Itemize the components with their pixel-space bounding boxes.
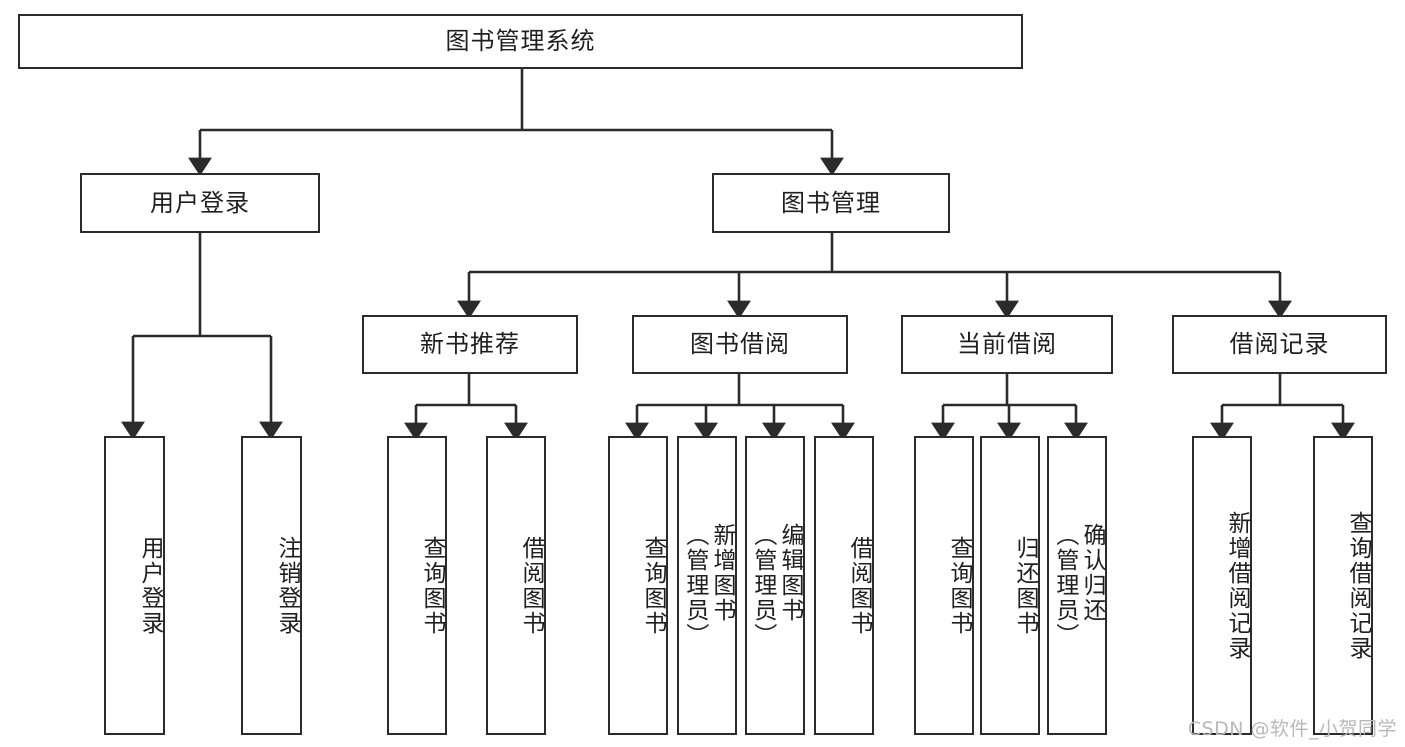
leaf-add-book-admin[interactable]: 新增图书 （管理员）: [677, 436, 737, 735]
node-new-book-recommend[interactable]: 新书推荐: [362, 315, 578, 374]
node-label: 用户登录: [150, 188, 250, 217]
leaf-query-borrow-record[interactable]: 查询借阅记录: [1313, 436, 1373, 735]
leaf-borrow-book-recommend[interactable]: 借阅图书: [486, 436, 546, 735]
node-label: 借阅记录: [1229, 330, 1330, 359]
node-label: 新书推荐: [420, 330, 520, 359]
leaf-return-book[interactable]: 归还图书: [980, 436, 1040, 735]
node-label: 查询借阅记录: [1345, 510, 1371, 661]
node-label: 确认归还 （管理员）: [1051, 523, 1105, 648]
node-label: 新增图书 （管理员）: [681, 523, 735, 648]
node-label: 编辑图书 （管理员）: [749, 523, 803, 648]
leaf-borrow-book[interactable]: 借阅图书: [814, 436, 874, 735]
node-borrow-record[interactable]: 借阅记录: [1172, 315, 1387, 374]
node-label: 借阅图书: [518, 535, 544, 636]
node-label: 借阅图书: [846, 535, 872, 636]
node-current-borrow[interactable]: 当前借阅: [901, 315, 1113, 374]
node-label: 新增借阅记录: [1224, 510, 1250, 661]
node-label: 归还图书: [1012, 535, 1038, 636]
leaf-logout[interactable]: 注销登录: [241, 436, 302, 735]
node-user-login[interactable]: 用户登录: [80, 173, 320, 233]
node-root-book-management-system[interactable]: 图书管理系统: [18, 14, 1023, 69]
csdn-watermark: CSDN @软件_小贺同学: [1187, 718, 1397, 740]
node-book-borrow[interactable]: 图书借阅: [632, 315, 848, 374]
node-label: 当前借阅: [957, 330, 1057, 359]
node-label: 查询图书: [946, 535, 972, 636]
leaf-edit-book-admin[interactable]: 编辑图书 （管理员）: [745, 436, 805, 735]
leaf-query-book-borrow[interactable]: 查询图书: [608, 436, 668, 735]
leaf-query-book-current[interactable]: 查询图书: [914, 436, 974, 735]
node-label: 查询图书: [419, 535, 445, 636]
leaf-query-book-recommend[interactable]: 查询图书: [387, 436, 447, 735]
node-book-management[interactable]: 图书管理: [712, 173, 950, 233]
node-label: 图书管理: [781, 188, 881, 217]
leaf-add-borrow-record[interactable]: 新增借阅记录: [1192, 436, 1252, 735]
node-label: 查询图书: [640, 535, 666, 636]
node-label: 用户登录: [137, 535, 163, 636]
node-label: 图书借阅: [690, 330, 790, 359]
node-label: 注销登录: [274, 535, 300, 636]
leaf-confirm-return-admin[interactable]: 确认归还 （管理员）: [1047, 436, 1107, 735]
leaf-user-login[interactable]: 用户登录: [104, 436, 165, 735]
node-label: 图书管理系统: [445, 27, 596, 56]
